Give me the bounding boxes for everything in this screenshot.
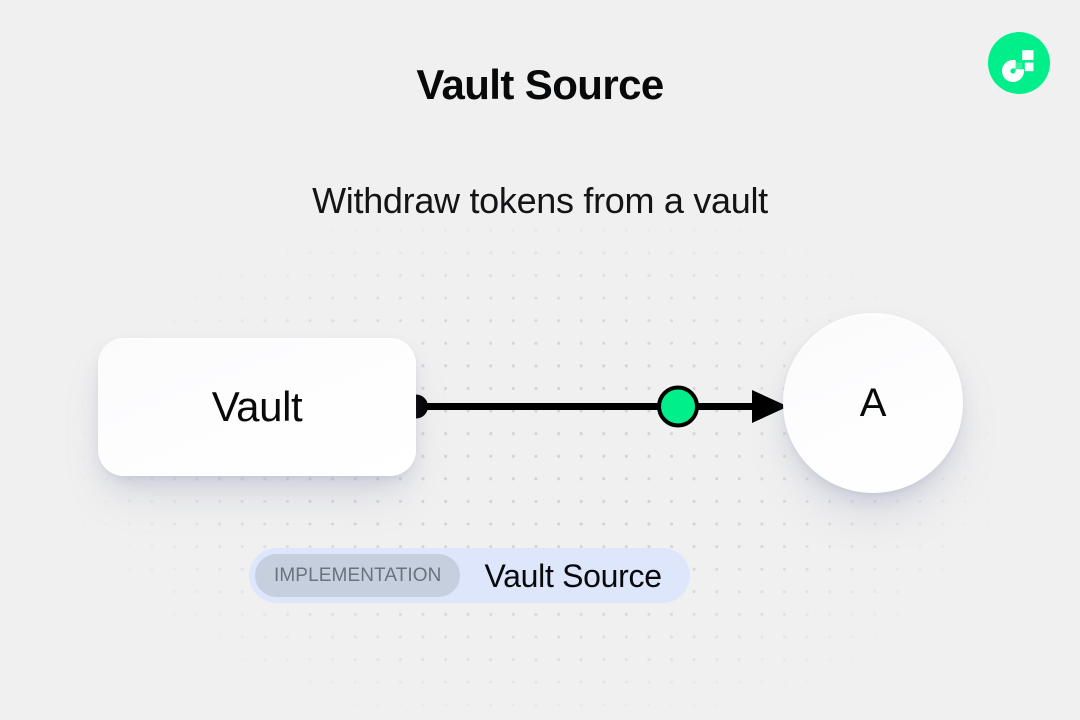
node-vault-label: Vault <box>211 383 303 430</box>
flow-logo-icon <box>988 32 1050 94</box>
node-vault[interactable]: Vault <box>98 338 416 476</box>
page-title: Vault Source <box>416 61 664 108</box>
node-a[interactable]: A <box>783 313 963 493</box>
node-a-label: A <box>859 381 887 425</box>
implementation-name: Vault Source <box>484 557 662 594</box>
implementation-tag-pill: IMPLEMENTATION <box>255 554 461 597</box>
implementation-tag-label: IMPLEMENTATION <box>274 565 442 586</box>
implementation-badge[interactable]: IMPLEMENTATION Vault Source <box>249 548 690 603</box>
page-subtitle: Withdraw tokens from a vault <box>312 180 768 221</box>
